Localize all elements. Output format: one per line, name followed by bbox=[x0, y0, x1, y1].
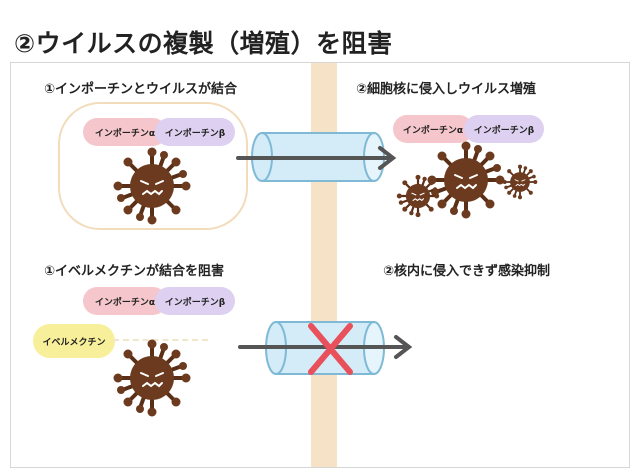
binding-gap-line bbox=[113, 339, 208, 341]
step-label-suppression: ②核内に侵入できず感染抑制 bbox=[383, 264, 551, 279]
binding-complex-outline bbox=[58, 102, 248, 230]
importin-alpha-pill: インポーチンα bbox=[83, 287, 167, 315]
block-cross-icon bbox=[308, 323, 353, 375]
arrow-icon bbox=[236, 146, 397, 170]
virus-icon bbox=[395, 173, 441, 219]
nuclear-membrane bbox=[311, 63, 337, 467]
step-label-replication: ②細胞核に侵入しウイルス増殖 bbox=[356, 82, 537, 97]
importin-beta-pill: インポーチンβ bbox=[464, 115, 544, 143]
importin-beta-pill: インポーチンβ bbox=[155, 118, 235, 146]
virus-icon bbox=[425, 139, 507, 221]
virus-icon bbox=[501, 163, 539, 201]
virus-icon bbox=[111, 337, 193, 419]
importin-beta-pill: インポーチンβ bbox=[155, 287, 235, 315]
arrow-icon bbox=[238, 335, 413, 359]
virus-icon bbox=[111, 145, 193, 227]
importin-alpha-pill: インポーチンα bbox=[393, 115, 473, 143]
step-label-binding: ①インポーチンとウイルスが結合 bbox=[44, 82, 238, 97]
ivermectin-pill: イベルメクチン bbox=[33, 324, 115, 358]
step-label-blocking: ①イベルメクチンが結合を阻害 bbox=[44, 264, 225, 279]
importin-alpha-pill: インポーチンα bbox=[83, 118, 167, 146]
page-title: ②ウイルスの複製（増殖）を阻害 bbox=[14, 29, 393, 58]
